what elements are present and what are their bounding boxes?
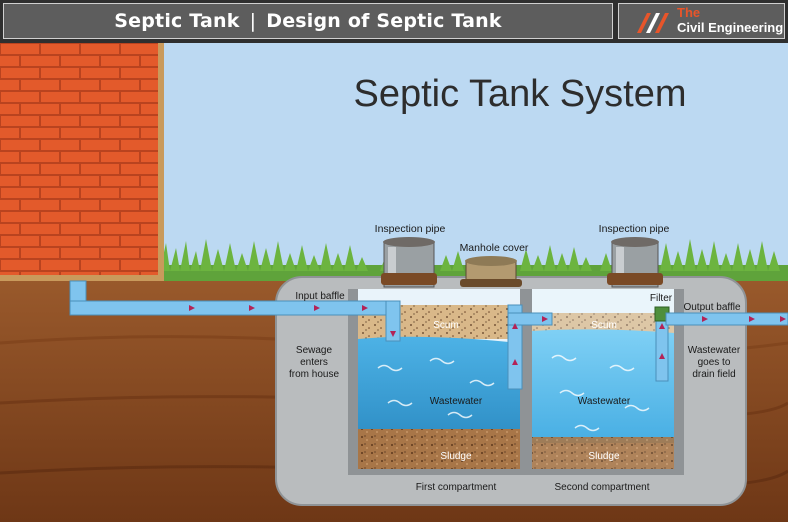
sludge-layer-left bbox=[358, 429, 520, 469]
label-scum-left: Scum bbox=[433, 320, 459, 331]
brand-logo: The Civil Engineering bbox=[618, 3, 785, 39]
brand-mark-icon bbox=[637, 13, 669, 33]
banner-separator: | bbox=[249, 10, 257, 32]
label-wastewater-right: Wastewater bbox=[578, 396, 631, 407]
label-second-compartment: Second compartment bbox=[554, 482, 649, 493]
banner-title: Septic Tank | Design of Septic Tank bbox=[3, 3, 613, 39]
label-first-compartment: First compartment bbox=[416, 482, 497, 493]
banner-title-left: Septic Tank bbox=[114, 10, 240, 32]
inspection-pipe-left bbox=[381, 237, 437, 288]
label-drain-line3: drain field bbox=[692, 369, 735, 380]
water-waves bbox=[377, 354, 650, 432]
house-brick-wall bbox=[0, 43, 160, 279]
compartment-divider bbox=[520, 289, 532, 469]
label-sludge-left: Sludge bbox=[440, 451, 472, 462]
label-sewage-line1: Sewage bbox=[296, 345, 333, 356]
flow-arrows bbox=[175, 305, 786, 379]
inspection-pipe-right bbox=[607, 237, 663, 288]
banner-title-right: Design of Septic Tank bbox=[266, 10, 502, 32]
manhole-cover bbox=[460, 256, 522, 287]
label-scum-right: Scum bbox=[591, 320, 617, 331]
label-inspection-pipe-right: Inspection pipe bbox=[599, 223, 670, 235]
wastewater-right bbox=[532, 329, 674, 443]
label-input-baffle: Input baffle bbox=[295, 291, 345, 302]
label-drain-line2: goes to bbox=[698, 357, 731, 368]
label-filter: Filter bbox=[650, 293, 673, 304]
outlet-pipe bbox=[654, 306, 788, 382]
brand-the: The bbox=[677, 5, 701, 20]
label-output-baffle: Output baffle bbox=[683, 302, 741, 313]
wastewater-left bbox=[358, 336, 520, 435]
label-sewage-line2: enters bbox=[300, 357, 328, 368]
label-inspection-pipe-left: Inspection pipe bbox=[375, 223, 446, 235]
diagram-title: Septic Tank System bbox=[353, 73, 686, 115]
label-sludge-right: Sludge bbox=[588, 451, 620, 462]
top-banner: Septic Tank | Design of Septic Tank The … bbox=[0, 0, 788, 43]
label-drain-line1: Wastewater bbox=[688, 345, 741, 356]
scum-layer-right bbox=[532, 313, 674, 333]
sludge-layer-right bbox=[532, 437, 674, 469]
label-wastewater-left: Wastewater bbox=[430, 396, 483, 407]
brand-name: Civil Engineering bbox=[677, 20, 784, 35]
label-manhole-cover: Manhole cover bbox=[460, 242, 529, 254]
label-sewage-line3: from house bbox=[289, 369, 339, 380]
house-wall-edge bbox=[158, 43, 164, 279]
septic-diagram: Septic Tank System Inspection pipe Manho… bbox=[0, 43, 788, 522]
